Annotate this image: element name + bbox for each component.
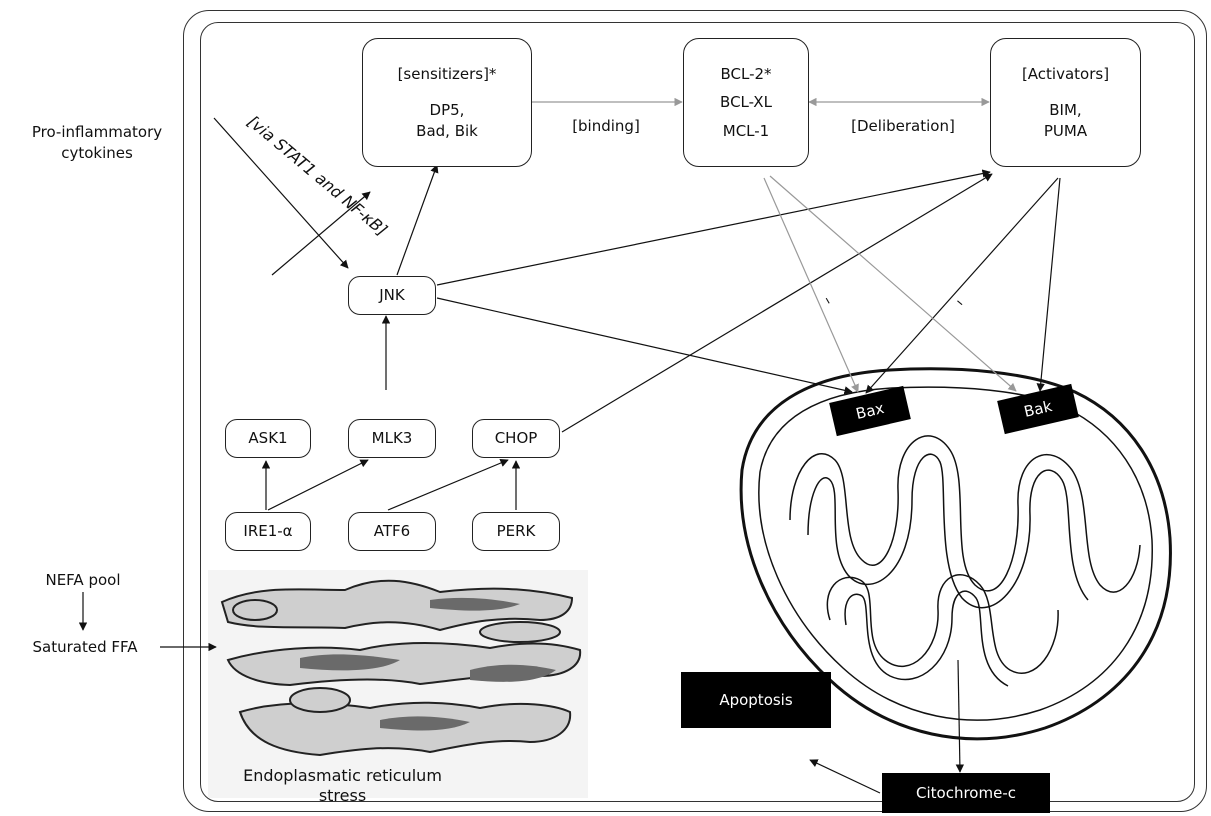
chop-node: CHOP	[472, 419, 560, 458]
apoptosis-label: Apoptosis	[681, 672, 831, 728]
er-stress-caption: Endoplasmatic reticulum stress	[243, 766, 442, 805]
citochrome-c-label: Citochrome-c	[882, 773, 1050, 813]
atf6-node: ATF6	[348, 512, 436, 551]
activators-box: [Activators] BIM, PUMA	[990, 38, 1141, 167]
deliberation-label: [Deliberation]	[851, 117, 955, 135]
mlk3-node: MLK3	[348, 419, 436, 458]
er-illustration	[208, 570, 588, 798]
outer-frame	[183, 10, 1207, 812]
activators-body: BIM, PUMA	[1043, 101, 1088, 140]
nefa-pool-label: NEFA pool	[45, 571, 121, 589]
mcl-1-label: MCL-1	[722, 121, 770, 140]
bcl-box: BCL-2* BCL-XL MCL-1	[683, 38, 809, 167]
ask1-node: ASK1	[225, 419, 311, 458]
cytokines-label: Pro-inflammatory cytokines	[31, 123, 163, 162]
bcl-xl-label: BCL-XL	[720, 93, 772, 112]
bcl-2-label: BCL-2*	[720, 65, 772, 84]
perk-node: PERK	[472, 512, 560, 551]
jnk-node: JNK	[348, 276, 436, 315]
cell-frame	[200, 22, 1195, 802]
sensitizers-title: [sensitizers]*	[397, 65, 497, 84]
binding-label: [binding]	[572, 117, 640, 135]
inhibition-arrows	[532, 97, 1017, 393]
activation-arrows	[78, 117, 1061, 794]
sensitizers-body: DP5, Bad, Bik	[416, 101, 478, 140]
sensitizers-box: [sensitizers]* DP5, Bad, Bik	[362, 38, 532, 167]
activators-title: [Activators]	[1021, 65, 1110, 84]
ire1-alpha-node: IRE1-α	[225, 512, 311, 551]
saturated-ffa-label: Saturated FFA	[32, 638, 138, 656]
